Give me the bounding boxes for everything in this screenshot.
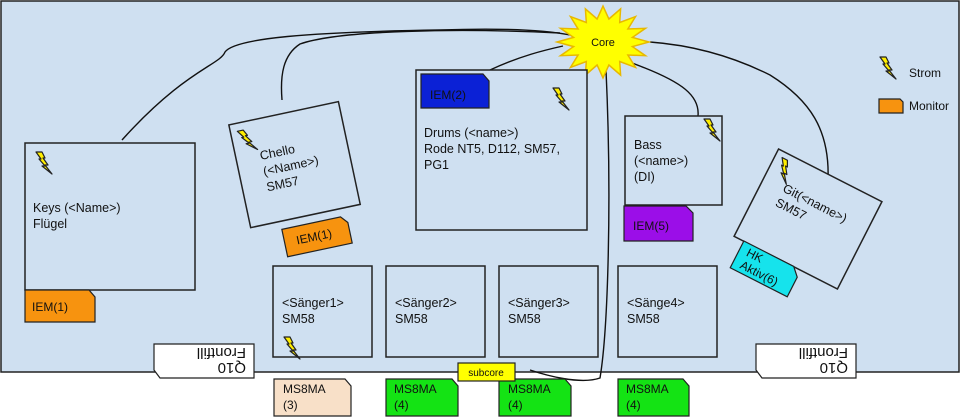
cable-cello <box>280 29 561 101</box>
bass-monitor: IEM(5) <box>623 205 694 242</box>
wedge-3: MS8MA (4) <box>498 378 572 417</box>
legend-monitor-label: Monitor <box>909 99 949 113</box>
svg-text:<Sänge4> SM58: <Sänge4> SM58 <box>627 296 688 326</box>
subcore-label: subcore <box>468 368 504 379</box>
bass-monitor-label: IEM(5) <box>633 219 669 233</box>
legend-monitor-swatch <box>878 98 904 114</box>
singer-4: <Sänge4> SM58 <box>617 265 718 358</box>
keys-monitor-label: IEM(1) <box>32 300 68 314</box>
wedge-2: MS8MA (4) <box>385 378 459 417</box>
frontfill-left: Q10 Frontfill <box>153 343 255 379</box>
svg-text:Q10 Frontfill: Q10 Frontfill <box>197 344 246 376</box>
singer-1: <Sänger1> SM58 <box>272 265 373 360</box>
svg-text:<Sänger3> SM58: <Sänger3> SM58 <box>508 296 573 326</box>
legend-power-label: Strom <box>909 66 941 80</box>
cable-guitar <box>649 41 829 181</box>
svg-text:MS8MA (4): MS8MA (4) <box>394 382 439 412</box>
wedge-1: MS8MA (3) <box>273 378 352 417</box>
drums-monitor: IEM(2) <box>420 73 490 109</box>
cable-subcore <box>529 69 610 382</box>
bass-position: Bass (<name>) (DI) <box>624 115 723 206</box>
keys-position: Keys (<Name>) Flügel <box>24 142 196 291</box>
svg-text:MS8MA (3): MS8MA (3) <box>283 382 328 412</box>
guitar-position: Git(<name>) SM57 <box>733 148 883 290</box>
core-starburst: Core <box>554 4 652 80</box>
svg-text:MS8MA (4): MS8MA (4) <box>508 382 553 412</box>
frontfill-right: Q10 Frontfill <box>755 343 857 379</box>
subcore-box: subcore <box>457 362 516 382</box>
svg-text:Keys (<Name>) Flügel: Keys (<Name>) Flügel <box>33 201 124 231</box>
singer-3: <Sänger3> SM58 <box>498 265 599 358</box>
svg-text:Drums (<name>) Rode NT5,: Drums (<name>) Rode NT5, D112, SM57, PG1 <box>424 126 563 172</box>
keys-monitor: IEM(1) <box>24 289 96 323</box>
svg-text:<Sänger1> SM58: <Sänger1> SM58 <box>282 296 347 326</box>
cable-drums <box>489 45 564 71</box>
svg-text:<Sänger2> SM58: <Sänger2> SM58 <box>395 296 460 326</box>
drums-monitor-label: IEM(2) <box>430 88 466 102</box>
svg-text:MS8MA (4): MS8MA (4) <box>626 382 671 412</box>
svg-text:Bass (<name>) (DI): Bass (<name>) (DI) <box>634 138 692 184</box>
cello-monitor: IEM(1) <box>281 216 353 258</box>
wedge-4: MS8MA (4) <box>617 378 690 417</box>
core-label: Core <box>591 37 615 49</box>
cello-position: Chello (<Name>) SM57 <box>227 100 362 229</box>
cable-keys <box>121 28 571 141</box>
singer-2: <Sänger2> SM58 <box>385 265 486 358</box>
keys-box <box>24 142 196 291</box>
legend: Strom Monitor <box>878 56 949 114</box>
svg-text:Q10 Frontfill: Q10 Frontfill <box>799 344 848 376</box>
drums-position: Drums (<name>) Rode NT5, D112, SM57, PG1 <box>415 69 588 231</box>
